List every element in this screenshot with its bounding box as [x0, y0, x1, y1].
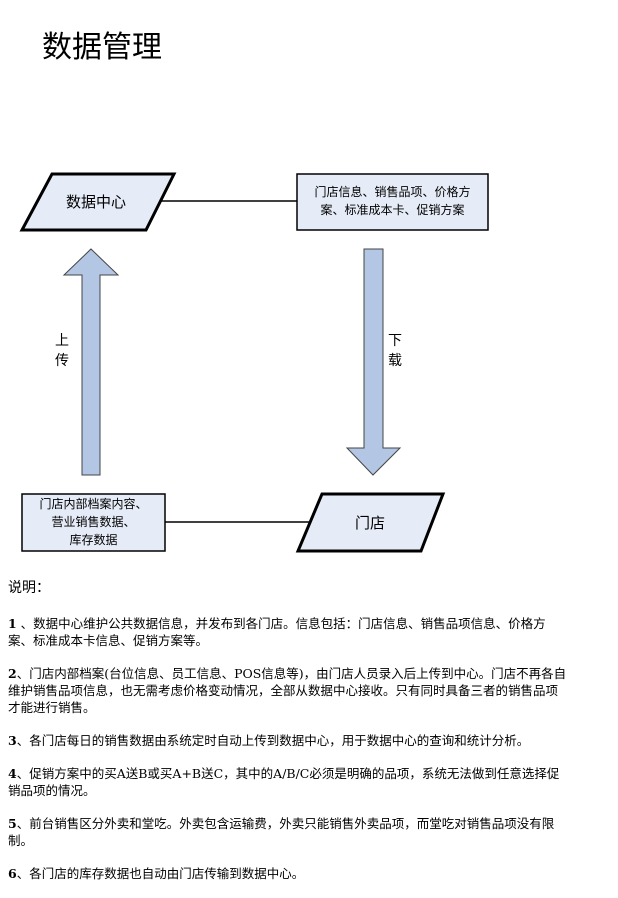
page-title: 数据管理 — [42, 30, 162, 65]
upload-content-line: 门店内部档案内容、 — [39, 497, 148, 511]
note-number: 5 — [8, 816, 17, 831]
upload-label: 上 传 — [55, 331, 69, 371]
store-label: 门店 — [355, 514, 386, 532]
upload-arrow — [62, 248, 120, 476]
note-text: 、前台销售区分外卖和堂吃。外卖包含运输费，外卖只能销售外卖品项，而堂吃对销售品项… — [8, 816, 555, 848]
upload-content-line: 营业销售数据、 — [51, 515, 136, 529]
download-content-line: 案、标准成本卡、促销方案 — [320, 203, 465, 217]
download-content-text: 门店信息、销售品项、价格方 案、标准成本卡、促销方案 — [297, 183, 488, 219]
note-number: 2 — [8, 666, 17, 681]
download-label-char: 下 — [388, 333, 402, 349]
download-content-box — [296, 173, 489, 231]
note-text: 、促销方案中的买A送B或买A+B送C，其中的A/B/C必须是明确的品项，系统无法… — [8, 766, 560, 798]
store-shape — [295, 492, 446, 553]
note-number: 6 — [8, 866, 17, 881]
note-number: 4 — [8, 766, 17, 781]
data-center-label: 数据中心 — [66, 193, 127, 211]
note-item: 5、前台销售区分外卖和堂吃。外卖包含运输费，外卖只能销售外卖品项，而堂吃对销售品… — [8, 815, 568, 849]
download-content-line: 门店信息、销售品项、价格方 — [314, 185, 471, 199]
note-item: 2、门店内部档案(台位信息、员工信息、POS信息等)，由门店人员录入后上传到中心… — [8, 665, 568, 716]
note-item: 1 、数据中心维护公共数据信息，并发布到各门店。信息包括：门店信息、销售品项信息… — [8, 615, 568, 649]
note-number: 1 — [8, 616, 17, 631]
notes-section: 说明： 1 、数据中心维护公共数据信息，并发布到各门店。信息包括：门店信息、销售… — [8, 580, 568, 898]
notes-heading: 说明： — [8, 580, 50, 596]
upload-content-line: 库存数据 — [69, 533, 118, 547]
data-center-shape — [19, 172, 177, 232]
upload-label-char: 上 — [55, 333, 69, 349]
note-text: 、各门店每日的销售数据由系统定时自动上传到数据中心，用于数据中心的查询和统计分析… — [16, 733, 530, 748]
note-number: 3 — [8, 733, 17, 748]
download-label: 下 载 — [388, 331, 402, 371]
note-item: 6、各门店的库存数据也自动由门店传输到数据中心。 — [8, 865, 568, 882]
note-text: 、数据中心维护公共数据信息，并发布到各门店。信息包括：门店信息、销售品项信息、价… — [8, 616, 546, 648]
upload-content-box — [21, 493, 166, 552]
note-text: 、门店内部档案(台位信息、员工信息、POS信息等)，由门店人员录入后上传到中心。… — [8, 666, 567, 715]
download-arrow — [345, 248, 402, 476]
upload-label-char: 传 — [55, 353, 69, 369]
upload-content-text: 门店内部档案内容、 营业销售数据、 库存数据 — [22, 495, 165, 549]
note-text: 、各门店的库存数据也自动由门店传输到数据中心。 — [16, 866, 305, 881]
download-label-char: 载 — [388, 353, 402, 369]
note-item: 3、各门店每日的销售数据由系统定时自动上传到数据中心，用于数据中心的查询和统计分… — [8, 732, 568, 749]
note-item: 4、促销方案中的买A送B或买A+B送C，其中的A/B/C必须是明确的品项，系统无… — [8, 765, 568, 799]
